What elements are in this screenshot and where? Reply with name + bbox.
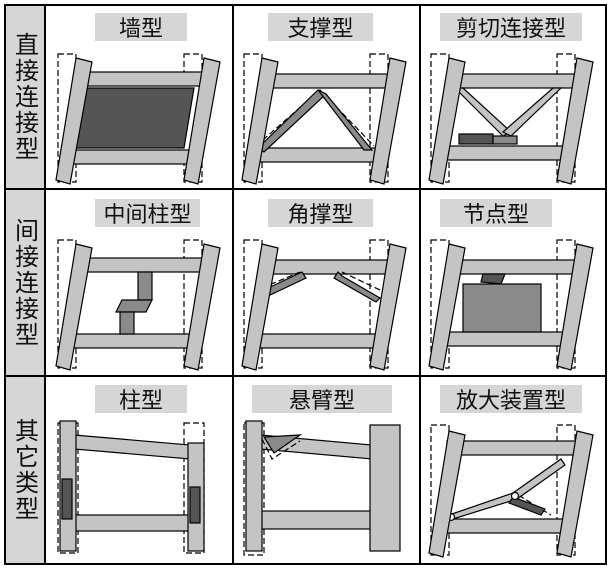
wall-type-diagram: [55, 53, 221, 185]
wall-panel: [69, 87, 195, 149]
original-cantilever-outline: [261, 438, 301, 460]
right-column: [556, 243, 594, 371]
top-beam: [446, 259, 584, 275]
column-type-diagram: [57, 420, 205, 554]
row-divider: [4, 188, 607, 190]
cell-title-shear-link: 剪切连接型: [440, 13, 582, 42]
row-label-text: 直接连接型: [10, 32, 39, 162]
cell-title-intermediate-column: 中间柱型: [95, 199, 200, 228]
bottom-beam: [73, 514, 191, 532]
top-beam: [259, 259, 397, 275]
joint-type-diagram: [428, 239, 594, 371]
bottom-beam: [249, 333, 387, 349]
knee-brace-type-diagram: [241, 239, 407, 371]
original-brace-outline: [255, 89, 375, 147]
lever-arm: [447, 492, 518, 520]
lower-intermediate-column: [119, 311, 135, 335]
column-divider: [419, 4, 421, 565]
column-divider: [44, 4, 46, 565]
shear-link: [492, 135, 518, 145]
original-brace-outline: [261, 271, 301, 289]
joint-panel: [462, 283, 542, 333]
right-knee-brace: [333, 271, 381, 303]
right-column: [183, 57, 221, 185]
left-column: [241, 57, 279, 185]
cell-title-joint: 节点型: [440, 199, 552, 228]
right-column: [183, 243, 221, 371]
cell-title-column: 柱型: [95, 385, 187, 414]
right-brace: [317, 89, 374, 151]
cell-title-amplifier: 放大装置型: [440, 385, 582, 414]
left-brace: [453, 87, 513, 137]
column-damper: [61, 478, 73, 520]
cantilever-type-diagram: [243, 420, 401, 556]
original-brace-outline: [341, 271, 381, 291]
cell-title-brace: 支撑型: [268, 13, 373, 42]
row-label-indirect: 间接连接型: [6, 190, 44, 375]
right-wall: [369, 424, 401, 552]
bottom-beam: [436, 331, 574, 347]
column-divider: [232, 4, 234, 565]
brace-type-diagram: [241, 53, 407, 185]
left-column: [245, 420, 263, 552]
bottom-beam: [255, 510, 373, 530]
left-column: [55, 243, 93, 371]
row-label-text: 其它类型: [10, 418, 39, 522]
top-beam: [446, 440, 584, 456]
right-column: [556, 57, 594, 185]
row-label-direct: 直接连接型: [6, 6, 44, 188]
right-column: [369, 57, 407, 185]
top-beam: [73, 71, 209, 87]
column-damper: [189, 486, 201, 524]
right-brace: [501, 87, 563, 137]
amplifier-type-diagram: [428, 424, 594, 558]
damper-element: [115, 299, 153, 313]
left-column: [241, 243, 279, 371]
shear-link: [458, 133, 494, 145]
right-column: [556, 430, 594, 558]
row-divider: [4, 375, 607, 377]
pin-joint: [510, 491, 520, 501]
cell-title-knee-brace: 角撑型: [268, 199, 373, 228]
table-border: [4, 4, 607, 565]
row-label-other: 其它类型: [6, 377, 44, 563]
shear-link-type-diagram: [428, 53, 594, 185]
joint-damper: [480, 273, 506, 285]
top-beam: [446, 73, 584, 89]
bottom-beam: [436, 518, 574, 534]
cantilever-arm: [262, 434, 303, 454]
bottom-beam: [436, 145, 574, 161]
row-label-text: 间接连接型: [10, 217, 39, 348]
bottom-beam: [63, 333, 199, 349]
top-beam: [73, 257, 209, 273]
left-column: [428, 243, 466, 371]
left-column: [428, 430, 466, 558]
top-beam: [73, 434, 191, 460]
cell-title-wall: 墙型: [95, 13, 187, 42]
right-column: [369, 243, 407, 371]
cell-title-cantilever: 悬臂型: [252, 385, 392, 414]
bottom-beam: [63, 149, 199, 165]
intermediate-column-type-diagram: [55, 239, 221, 371]
top-beam: [259, 73, 395, 89]
amplifier-damper: [508, 496, 546, 516]
left-column: [55, 57, 93, 185]
left-column: [428, 57, 466, 185]
upper-intermediate-column: [137, 271, 153, 301]
